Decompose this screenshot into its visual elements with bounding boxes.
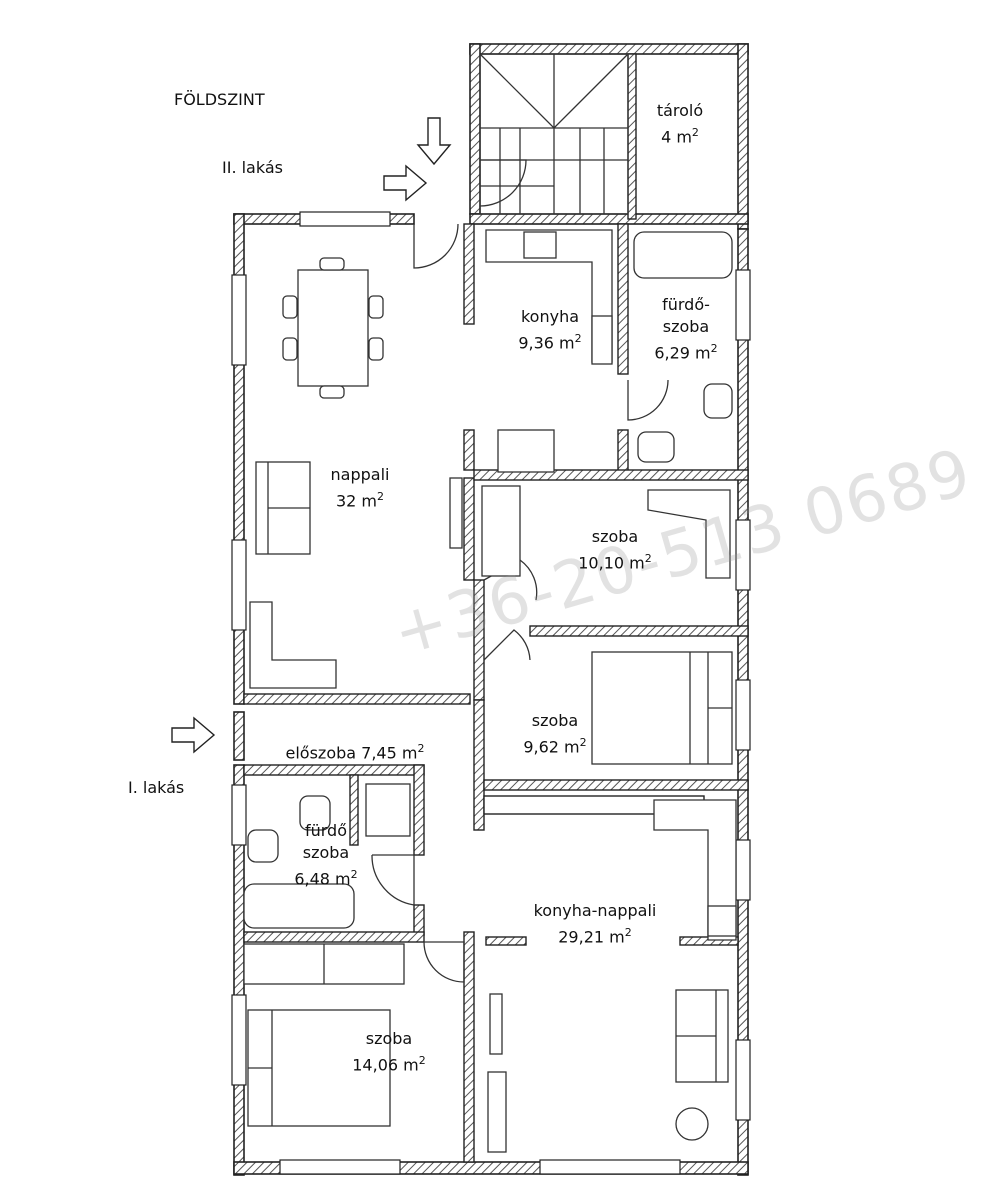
door-stair: [479, 159, 527, 207]
apartment-2-label: II. lakás: [222, 158, 283, 177]
room-living: nappali 32 m2: [330, 465, 390, 511]
toilet-1: [299, 795, 331, 831]
chairs: [282, 257, 384, 399]
corner-desk-1010: [647, 489, 731, 579]
room-bathroom-1: fürdő szoba 6,48 m2: [294, 821, 358, 889]
door-nappali-entry: [413, 223, 459, 269]
dining-table: [297, 269, 369, 387]
armchair-konyha: [497, 429, 555, 473]
interior-walls: [243, 53, 749, 1163]
wall-furdo1-top: [243, 764, 425, 776]
wall-konyha-furdo-low: [617, 429, 629, 476]
window-bottom-2: [539, 1159, 681, 1175]
door-szoba962: [483, 629, 531, 661]
wall-top-konyha: [469, 213, 749, 225]
door-szoba1406: [423, 941, 465, 983]
wall-konyha-furdo-top: [617, 223, 629, 375]
window-right-5: [735, 1039, 751, 1121]
room-bedroom-962: szoba 9,62 m2: [523, 711, 587, 757]
room-kitchen: konyha 9,36 m2: [518, 307, 582, 353]
staircase: [479, 53, 629, 215]
tv-konyha-nappali: [489, 993, 503, 1055]
tv-nappali: [449, 477, 463, 549]
stove-icon: [523, 231, 557, 259]
door-furdo2: [627, 379, 669, 421]
washbasin-1: [247, 829, 279, 863]
wall-furdo1-right-low: [413, 904, 425, 936]
wall-szoba962-bottom: [483, 779, 749, 791]
sink-icon: [591, 315, 613, 365]
plant-icon: [675, 1107, 709, 1141]
doors: [371, 159, 669, 983]
windows: [231, 211, 751, 1175]
entry-arrows: [171, 117, 452, 754]
window-top-nappali: [299, 211, 391, 227]
room-hallway: előszoba 7,45 m2: [285, 742, 425, 763]
furniture: [243, 229, 737, 1153]
window-left-1: [231, 274, 247, 366]
wall-left-entry: [233, 711, 245, 761]
arrow-right-icon-1: [171, 716, 216, 754]
window-bottom-1: [279, 1159, 401, 1175]
wall-furdo1-right-top: [413, 764, 425, 856]
washbasin-2: [703, 383, 733, 419]
bathtub-1: [243, 883, 355, 929]
window-right-3: [735, 679, 751, 751]
wall-nappali-right-top: [463, 223, 475, 325]
wall-left-stair: [469, 43, 481, 215]
arrow-down-icon: [416, 117, 452, 166]
wall-top-storage: [469, 43, 749, 55]
wall-nappali-bottom: [243, 693, 471, 705]
room-storage: tároló 4 m2: [656, 101, 704, 147]
wall-nappali-right-low: [463, 477, 475, 581]
floor-title: FÖLDSZINT: [174, 90, 265, 109]
window-right-1: [735, 269, 751, 341]
wall-szoba1010-top: [473, 469, 749, 481]
wall-furdo1-inner: [349, 774, 359, 846]
wall-storage-divider: [627, 53, 637, 220]
wall-szoba1010-bottom: [529, 625, 749, 637]
room-bathroom-2: fürdő- szoba 6,29 m2: [654, 295, 718, 363]
bathtub-2: [633, 231, 733, 279]
room-kitchen-living: konyha-nappali 29,21 m2: [533, 901, 657, 947]
radiator: [487, 1071, 507, 1153]
door-furdo1: [371, 854, 415, 906]
window-right-2: [735, 519, 751, 591]
corner-desk: [249, 601, 337, 689]
toilet-2: [637, 431, 675, 463]
wardrobe-1010: [481, 485, 521, 577]
wall-szoba962-left: [473, 699, 485, 831]
apartment-1-label: I. lakás: [128, 778, 185, 797]
wall-stub-left: [485, 936, 527, 946]
wall-szoba1406-top: [243, 931, 425, 943]
washer-1: [365, 783, 411, 837]
stove-icon-2: [707, 905, 737, 937]
room-bedroom-1406: szoba 14,06 m2: [352, 1029, 426, 1075]
wall-nappali-right-mid: [463, 429, 475, 471]
wall-szoba1406-right: [463, 931, 475, 1163]
window-right-4: [735, 839, 751, 901]
wall-left-upper: [233, 213, 245, 705]
window-left-3: [231, 784, 247, 846]
window-left-4: [231, 994, 247, 1086]
window-left-2: [231, 539, 247, 631]
wall-right-storage: [737, 43, 749, 230]
kitchen-counter-2: [653, 799, 737, 941]
room-bedroom-1010: szoba 10,10 m2: [578, 527, 652, 573]
arrow-right-icon-2: [383, 164, 428, 202]
